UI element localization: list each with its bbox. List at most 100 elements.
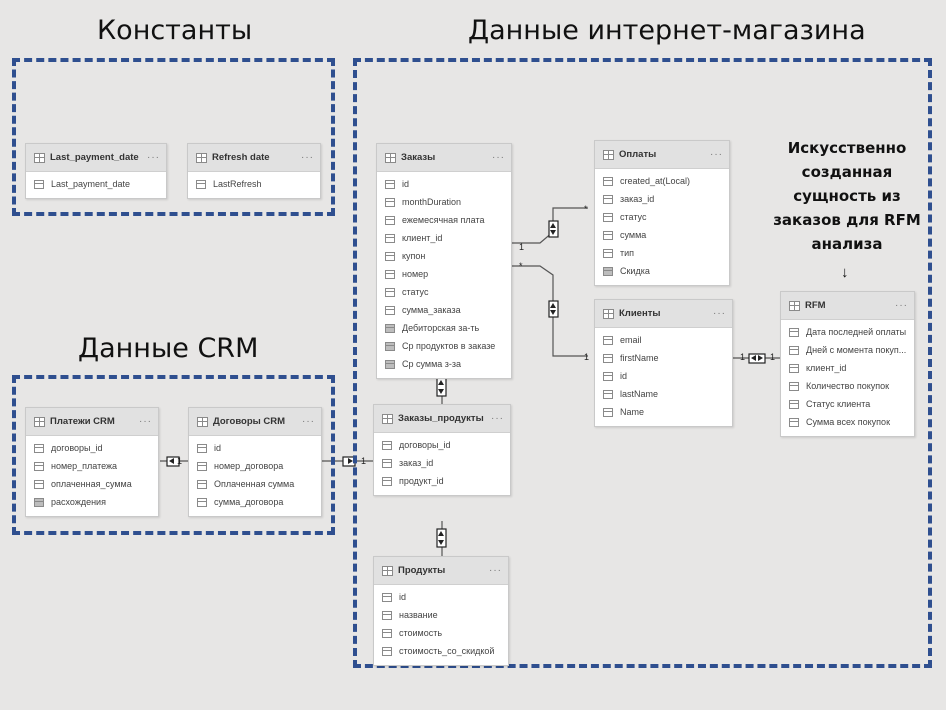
field-row[interactable]: оплаченная_сумма — [26, 475, 158, 493]
field-row[interactable]: сумма_договора — [189, 493, 321, 511]
section-title-constants: Константы — [97, 15, 253, 46]
field-row[interactable]: номер — [377, 265, 511, 283]
field-row[interactable]: договоры_id — [26, 439, 158, 457]
rfm-note-line: заказов для RFM — [773, 211, 921, 229]
more-options-icon[interactable]: ··· — [489, 565, 502, 576]
field-row[interactable]: id — [189, 439, 321, 457]
table-header[interactable]: Заказы_продукты··· — [374, 405, 510, 433]
shop-group-frame — [353, 58, 932, 668]
table-header[interactable]: Продукты··· — [374, 557, 508, 585]
field-list: LastRefresh — [188, 172, 320, 193]
section-title-crm: Данные CRM — [78, 333, 259, 364]
field-row[interactable]: тип — [595, 244, 729, 262]
field-row[interactable]: клиент_id — [781, 359, 914, 377]
column-icon — [789, 363, 799, 373]
table-card-refresh-date[interactable]: Refresh date··· LastRefresh — [187, 143, 321, 199]
field-row[interactable]: стоимость_со_скидкой — [374, 642, 508, 660]
field-row[interactable]: продукт_id — [374, 472, 510, 490]
field-row[interactable]: Дней с момента покуп... — [781, 341, 914, 359]
measure-icon — [385, 323, 395, 333]
field-row[interactable]: статус — [377, 283, 511, 301]
field-row[interactable]: id — [374, 588, 508, 606]
field-row[interactable]: сумма — [595, 226, 729, 244]
field-row[interactable]: firstName — [595, 349, 732, 367]
more-options-icon[interactable]: ··· — [895, 300, 908, 311]
field-row[interactable]: номер_договора — [189, 457, 321, 475]
field-row[interactable]: email — [595, 331, 732, 349]
field-name: оплаченная_сумма — [51, 479, 132, 489]
more-options-icon[interactable]: ··· — [139, 416, 152, 427]
field-name: сумма — [620, 230, 647, 240]
field-row[interactable]: номер_платежа — [26, 457, 158, 475]
column-icon — [603, 176, 613, 186]
field-row[interactable]: Дата последней оплаты — [781, 323, 914, 341]
table-header[interactable]: Заказы··· — [377, 144, 511, 172]
column-icon — [385, 305, 395, 315]
column-icon — [603, 194, 613, 204]
more-options-icon[interactable]: ··· — [302, 416, 315, 427]
cardinality-label: 1 — [177, 456, 183, 466]
field-row[interactable]: Ср сумма з-за — [377, 355, 511, 373]
field-row[interactable]: lastName — [595, 385, 732, 403]
field-row[interactable]: заказ_id — [374, 454, 510, 472]
field-name: Статус клиента — [806, 399, 871, 409]
field-row[interactable]: сумма_заказа — [377, 301, 511, 319]
table-header[interactable]: Last_payment_date··· — [26, 144, 166, 172]
table-icon — [382, 413, 393, 424]
field-name: сумма_заказа — [402, 305, 461, 315]
field-row[interactable]: created_at(Local) — [595, 172, 729, 190]
table-header[interactable]: RFM··· — [781, 292, 914, 320]
field-name: Name — [620, 407, 645, 417]
field-row[interactable]: стоимость — [374, 624, 508, 642]
field-row[interactable]: расхождения — [26, 493, 158, 511]
field-row[interactable]: id — [377, 175, 511, 193]
field-row[interactable]: id — [595, 367, 732, 385]
field-row[interactable]: Name — [595, 403, 732, 421]
field-row[interactable]: Статус клиента — [781, 395, 914, 413]
rfm-note-line: созданная — [801, 163, 893, 181]
more-options-icon[interactable]: ··· — [713, 308, 726, 319]
field-row[interactable]: договоры_id — [374, 436, 510, 454]
more-options-icon[interactable]: ··· — [492, 152, 505, 163]
more-options-icon[interactable]: ··· — [710, 149, 723, 160]
field-row[interactable]: ежемесячная плата — [377, 211, 511, 229]
arrow-down-icon: ↓ — [841, 264, 849, 281]
field-row[interactable]: Last_payment_date — [26, 175, 166, 193]
field-row[interactable]: Оплаченная сумма — [189, 475, 321, 493]
field-row[interactable]: Количество покупок — [781, 377, 914, 395]
table-header[interactable]: Оплаты··· — [595, 141, 729, 169]
rfm-note-line: сущность из — [793, 187, 901, 205]
field-row[interactable]: название — [374, 606, 508, 624]
field-row[interactable]: клиент_id — [377, 229, 511, 247]
field-row[interactable]: Сумма всех покупок — [781, 413, 914, 431]
field-row[interactable]: статус — [595, 208, 729, 226]
table-header[interactable]: Платежи CRM··· — [26, 408, 158, 436]
table-header[interactable]: Refresh date··· — [188, 144, 320, 172]
field-name: Скидка — [620, 266, 650, 276]
more-options-icon[interactable]: ··· — [301, 152, 314, 163]
field-row[interactable]: Скидка — [595, 262, 729, 280]
field-row[interactable]: купон — [377, 247, 511, 265]
field-row[interactable]: monthDuration — [377, 193, 511, 211]
field-row[interactable]: заказ_id — [595, 190, 729, 208]
field-row[interactable]: LastRefresh — [188, 175, 320, 193]
table-header[interactable]: Договоры CRM··· — [189, 408, 321, 436]
field-row[interactable]: Дебиторская за-ть — [377, 319, 511, 337]
column-icon — [197, 461, 207, 471]
table-header[interactable]: Клиенты··· — [595, 300, 732, 328]
more-options-icon[interactable]: ··· — [491, 413, 504, 424]
more-options-icon[interactable]: ··· — [147, 152, 160, 163]
table-card-last-payment-date[interactable]: Last_payment_date··· Last_payment_date — [25, 143, 167, 199]
field-name: договоры_id — [399, 440, 451, 450]
field-row[interactable]: Ср продуктов в заказе — [377, 337, 511, 355]
field-list: Last_payment_date — [26, 172, 166, 193]
